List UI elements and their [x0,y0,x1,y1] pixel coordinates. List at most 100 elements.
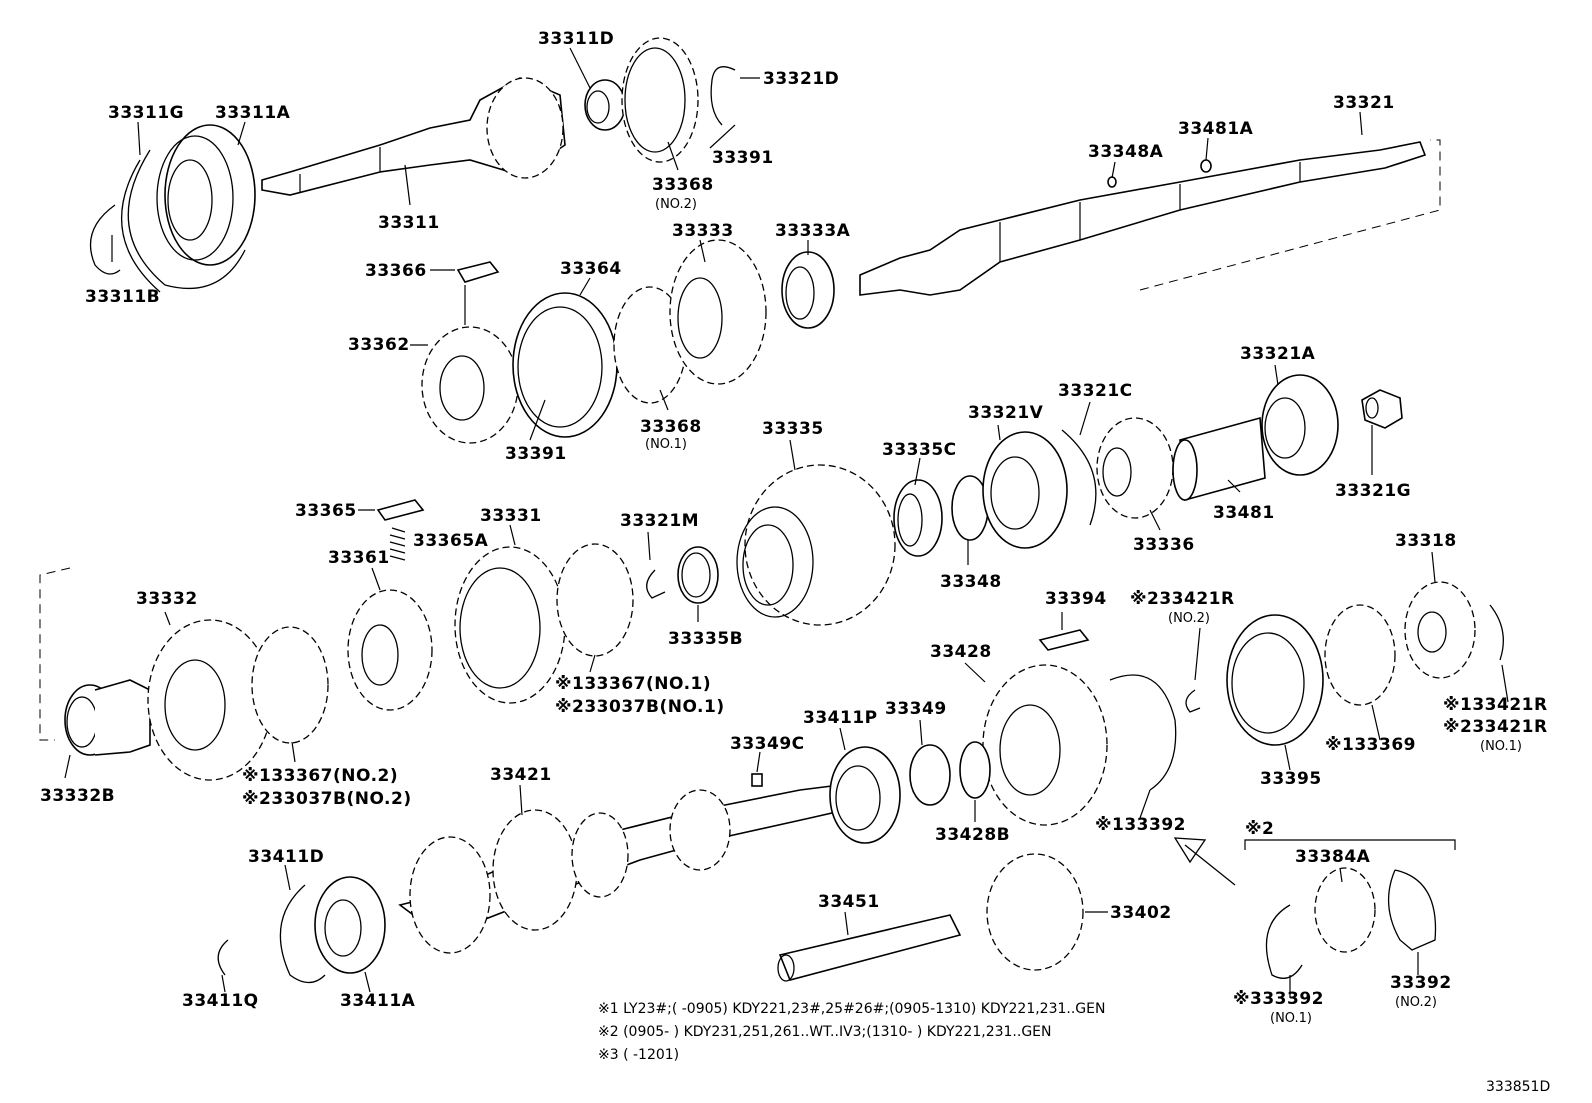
label-33311a: 33311A [215,103,291,123]
label-33481: 33481 [1213,503,1275,523]
label-33428: 33428 [930,642,992,662]
counter-shaft-33421 [398,784,846,954]
bearing-33335c [893,479,943,557]
label-33368-no2: 33368 [652,175,714,195]
label-33391-mid: 33391 [505,444,567,464]
label-33321g: 33321G [1335,481,1411,501]
spacer-33335b [677,546,719,604]
bearing-33428b [959,741,991,799]
spacer-33349 [909,744,951,806]
label-33481a: 33481A [1178,119,1254,139]
label-33332b: 33332B [40,786,115,806]
part-labels: 33311G 33311A 33311B 33311 33311D 33321D… [40,29,1548,1026]
label-33366: 33366 [365,261,427,281]
label-33332: 33332 [136,589,198,609]
spring-33365a [389,527,406,561]
gear-33428 [982,664,1108,826]
bearing-33332b [64,679,151,756]
label-233037b-no2: ※233037B(NO.2) [242,789,412,809]
label-mark2: ※2 [1245,819,1274,839]
label-33311g: 33311G [108,103,184,123]
label-33364: 33364 [560,259,622,279]
label-33395: 33395 [1260,769,1322,789]
synchro-ring-133367-no2 [251,626,329,744]
label-33368-no1: 33368 [640,417,702,437]
bearing-33411p [829,746,901,844]
gear-33333 [669,239,767,385]
label-33392-no2-sub: (NO.2) [1395,995,1437,1010]
label-33333: 33333 [672,221,734,241]
ring-33384a [1314,867,1376,953]
sleeve-33364 [512,292,618,438]
label-233421r-no2: ※233421R [1130,589,1235,609]
label-33335c: 33335C [882,440,957,460]
label-33318: 33318 [1395,531,1457,551]
gear-33336 [1096,417,1174,519]
footnote-3: ※3 ( -1201) [598,1047,679,1063]
bearing-33411a [314,876,386,974]
snap-ring-33321c [1061,429,1097,526]
label-33311d: 33311D [538,29,614,49]
label-33391-top: 33391 [712,148,774,168]
synchro-ring-133367 [556,543,634,657]
snap-ring-23421r [1185,689,1201,713]
label-33321m: 33321M [620,511,699,531]
sleeve-33331 [454,546,566,704]
label-33421: 33421 [490,765,552,785]
nut-33321g [1361,389,1403,429]
label-133369: ※133369 [1325,735,1416,755]
label-33411p: 33411P [803,708,878,728]
label-33321c: 33321C [1058,381,1133,401]
label-133392: ※133392 [1095,815,1186,835]
snap-ring-33311g [121,149,246,293]
label-33321d: 33321D [763,69,839,89]
bearing-33333a [781,251,835,329]
label-33394: 33394 [1045,589,1107,609]
label-33335: 33335 [762,419,824,439]
gear-33332 [147,619,273,781]
label-33331: 33331 [480,506,542,526]
key-33366 [456,261,500,283]
label-33311b: 33311B [85,287,160,307]
label-33336: 33336 [1133,535,1195,555]
synchro-ring-33368-no2 [621,37,699,163]
figure-id: 333851D [1486,1079,1550,1095]
label-33321a: 33321A [1240,344,1316,364]
label-33411q: 33411Q [182,991,259,1011]
label-33428b: 33428B [935,825,1010,845]
snap-ring-33411d [279,884,326,984]
label-33321v: 33321V [968,403,1044,423]
label-33411a: 33411A [340,991,416,1011]
footnotes: ※1 LY23#;( -0905) KDY221,23#,25#26#;(090… [598,1001,1105,1063]
label-33402: 33402 [1110,903,1172,923]
snap-ring-33411q [217,939,229,976]
gear-33402 [986,853,1084,971]
label-133367-no2: ※133367(NO.2) [242,766,398,786]
label-133421r: ※133421R [1443,695,1548,715]
label-33362: 33362 [348,335,410,355]
snap-ring-133421r [1489,604,1504,661]
label-33361: 33361 [328,548,390,568]
label-33392-no2: 33392 [1390,973,1452,993]
spring-33321d [710,66,736,126]
label-233421r-no2-sub: (NO.2) [1168,611,1210,626]
key-33349c [751,773,763,787]
arrow [1173,837,1236,886]
hub-33362 [421,326,519,444]
output-shaft-33321 [859,141,1427,296]
label-233037b-no1: ※233037B(NO.1) [555,697,725,717]
label-33384a: 33384A [1295,847,1371,867]
key-33365 [376,499,425,521]
label-33451: 33451 [818,892,880,912]
label-33368-no1-sub: (NO.1) [645,437,687,452]
label-33311: 33311 [378,213,440,233]
label-33368-no2-sub: (NO.2) [655,197,697,212]
label-33348: 33348 [940,572,1002,592]
label-33349c: 33349C [730,734,805,754]
snap-ring-33311b [89,204,121,275]
label-133367-no1: ※133367(NO.1) [555,674,711,694]
label-33411d: 33411D [248,847,324,867]
gear-33335 [736,464,896,626]
label-33335b: 33335B [668,629,743,649]
